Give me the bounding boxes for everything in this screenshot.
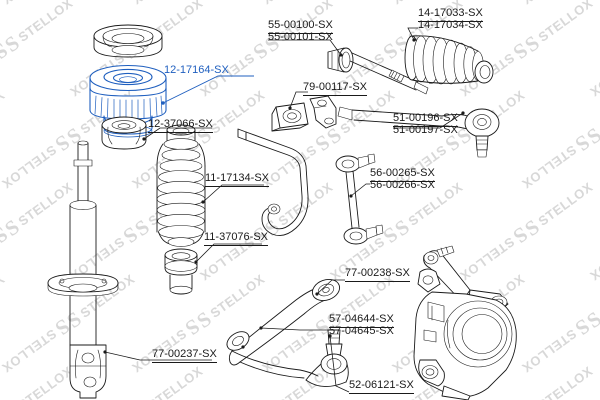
part-label-outer-tie-rod-end-left[interactable]: 51-00196-SX bbox=[393, 112, 458, 127]
part-label-stabilizer-link-right[interactable]: 56-00266-SX bbox=[370, 179, 435, 191]
leader-lines bbox=[104, 27, 464, 393]
part-label-strut-lower-bolt[interactable]: 77-00237-SX bbox=[152, 348, 217, 363]
part-label-strut-bearing[interactable]: 12-37066-SX bbox=[148, 118, 213, 133]
part-label-dust-boot[interactable]: 11-17134-SX bbox=[205, 172, 270, 187]
bump-stop-part bbox=[164, 248, 198, 295]
shock-absorber-part bbox=[47, 140, 119, 399]
strut-bearing-part bbox=[101, 116, 147, 150]
part-label-steering-rack-boot-left[interactable]: 14-17033-SX bbox=[418, 7, 483, 22]
part-label-control-arm-right[interactable]: 57-04645-SX bbox=[329, 325, 394, 337]
part-label-ball-joint[interactable]: 52-06121-SX bbox=[349, 379, 414, 394]
steering-rack-boot-part bbox=[404, 35, 494, 85]
stabilizer-link-part bbox=[335, 153, 384, 245]
strut-mount-part bbox=[89, 64, 167, 138]
upper-spring-seat-part bbox=[93, 24, 163, 58]
stabilizer-bar-part bbox=[237, 128, 309, 236]
control-arm-part bbox=[226, 279, 349, 387]
dust-boot-part bbox=[156, 124, 206, 247]
part-label-stabilizer-link-left[interactable]: 56-00265-SX bbox=[370, 167, 435, 182]
stabilizer-bush-part bbox=[271, 95, 337, 132]
part-label-stabilizer-bush[interactable]: 79-00117-SX bbox=[303, 81, 368, 96]
part-label-inner-tie-rod-left[interactable]: 55-00100-SX bbox=[268, 19, 333, 34]
part-label-strut-mount[interactable]: 12-17164-SX bbox=[164, 64, 229, 76]
part-label-control-arm-rear-bush[interactable]: 77-00238-SX bbox=[345, 267, 410, 282]
outer-tie-rod-end-part bbox=[337, 106, 500, 158]
part-label-outer-tie-rod-end-right[interactable]: 51-00197-SX bbox=[393, 124, 458, 136]
part-label-control-arm-left[interactable]: 57-04644-SX bbox=[329, 313, 394, 328]
part-label-inner-tie-rod-right[interactable]: 55-00101-SX bbox=[268, 31, 333, 43]
part-label-bump-stop[interactable]: 11-37076-SX bbox=[204, 231, 269, 246]
part-label-steering-rack-boot-right[interactable]: 14-17034-SX bbox=[418, 19, 483, 31]
steering-knuckle-part bbox=[413, 245, 517, 400]
